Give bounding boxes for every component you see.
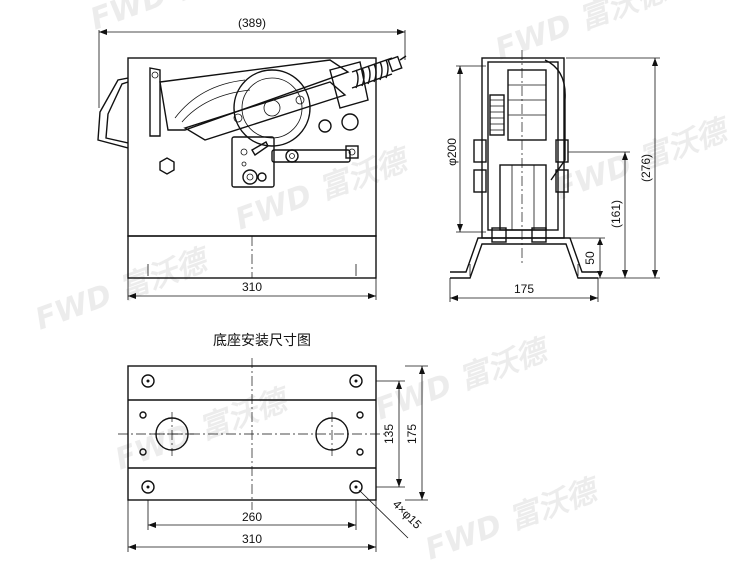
lever-curve <box>181 89 251 123</box>
link-bar <box>183 81 347 141</box>
bolt-head <box>242 169 258 185</box>
watermark-layer: FWD 富沃德 FWD 富沃德 FWD 富沃德 FWD 富沃德 FWD 富沃德 … <box>31 0 737 568</box>
link-pin <box>295 95 305 105</box>
bracket-hole <box>240 148 248 156</box>
hole-callout: 4×φ15 <box>390 497 425 532</box>
base-channel-inner <box>450 237 598 273</box>
roller-wheel <box>233 69 311 147</box>
dim-overall-height: (276) <box>639 154 653 182</box>
end-view: φ200 (276) (161) 50 175 <box>445 50 660 302</box>
hex-nut <box>159 157 175 175</box>
nut <box>318 119 332 133</box>
dim-310: 310 <box>242 532 262 546</box>
pointer-tab <box>251 141 269 157</box>
mounting-hole <box>349 480 363 494</box>
lever-curve <box>174 79 246 119</box>
mounting-hole <box>141 480 155 494</box>
link-pin <box>233 113 243 123</box>
brake-shoe <box>499 164 547 231</box>
watermark-text: FWD 富沃德 <box>31 241 217 337</box>
cam-jaw-inner <box>105 81 129 144</box>
bolt-head-small <box>257 172 267 182</box>
hole-dot <box>354 379 358 383</box>
dim-base-width: 310 <box>242 280 262 294</box>
slot-bolt <box>285 149 299 163</box>
spring-pack <box>489 94 505 136</box>
spring-housing <box>329 61 369 109</box>
dim-low-height: 50 <box>583 251 597 265</box>
small-hole <box>356 411 364 419</box>
watermark-text: FWD 富沃德 <box>231 141 417 237</box>
spring-coils <box>490 99 504 131</box>
nut <box>341 113 359 131</box>
slot-bar <box>271 149 351 163</box>
bracket-hole <box>151 71 159 79</box>
mounting-hole <box>141 374 155 388</box>
watermark-text: FWD 富沃德 <box>111 381 297 477</box>
hole-dot <box>146 485 150 489</box>
dim-end-width: 175 <box>514 282 534 296</box>
end-hole <box>348 148 356 156</box>
hole-dot <box>354 485 358 489</box>
side-view: (389) <box>97 16 407 300</box>
side-nut <box>555 139 569 163</box>
leader-line <box>358 489 409 539</box>
slot-bolt-center <box>289 153 295 159</box>
dim-175: 175 <box>405 424 419 444</box>
end-block <box>345 145 359 159</box>
small-hole <box>139 411 147 419</box>
dim-135: 135 <box>382 424 396 444</box>
roller-wheel-inner <box>241 77 303 139</box>
drum-outline <box>544 59 566 181</box>
small-hole <box>139 448 147 456</box>
bracket-hole <box>241 161 247 167</box>
base-plan-title: 底座安装尺寸图 <box>213 333 311 349</box>
cam-jaw <box>97 77 129 149</box>
bolt-center <box>246 173 254 181</box>
side-nut <box>473 139 487 163</box>
side-nut <box>473 169 487 193</box>
hole-dot <box>146 379 150 383</box>
end-body-inner <box>487 61 559 231</box>
side-nut <box>555 169 569 193</box>
bottom-bolt <box>491 227 507 243</box>
drum-block <box>507 69 547 141</box>
watermark-text: FWD 富沃德 <box>421 471 607 567</box>
mounting-hole <box>349 374 363 388</box>
dim-diameter: φ200 <box>445 138 459 166</box>
lever-arm <box>159 59 350 131</box>
base-channel <box>450 243 598 279</box>
dim-mid-height: (161) <box>609 200 623 228</box>
bottom-bolt <box>531 227 547 243</box>
left-bracket <box>149 67 161 137</box>
coil-spring <box>351 55 407 89</box>
small-hole <box>356 448 364 456</box>
dim-overall-width: (389) <box>238 16 266 30</box>
dim-260: 260 <box>242 510 262 524</box>
